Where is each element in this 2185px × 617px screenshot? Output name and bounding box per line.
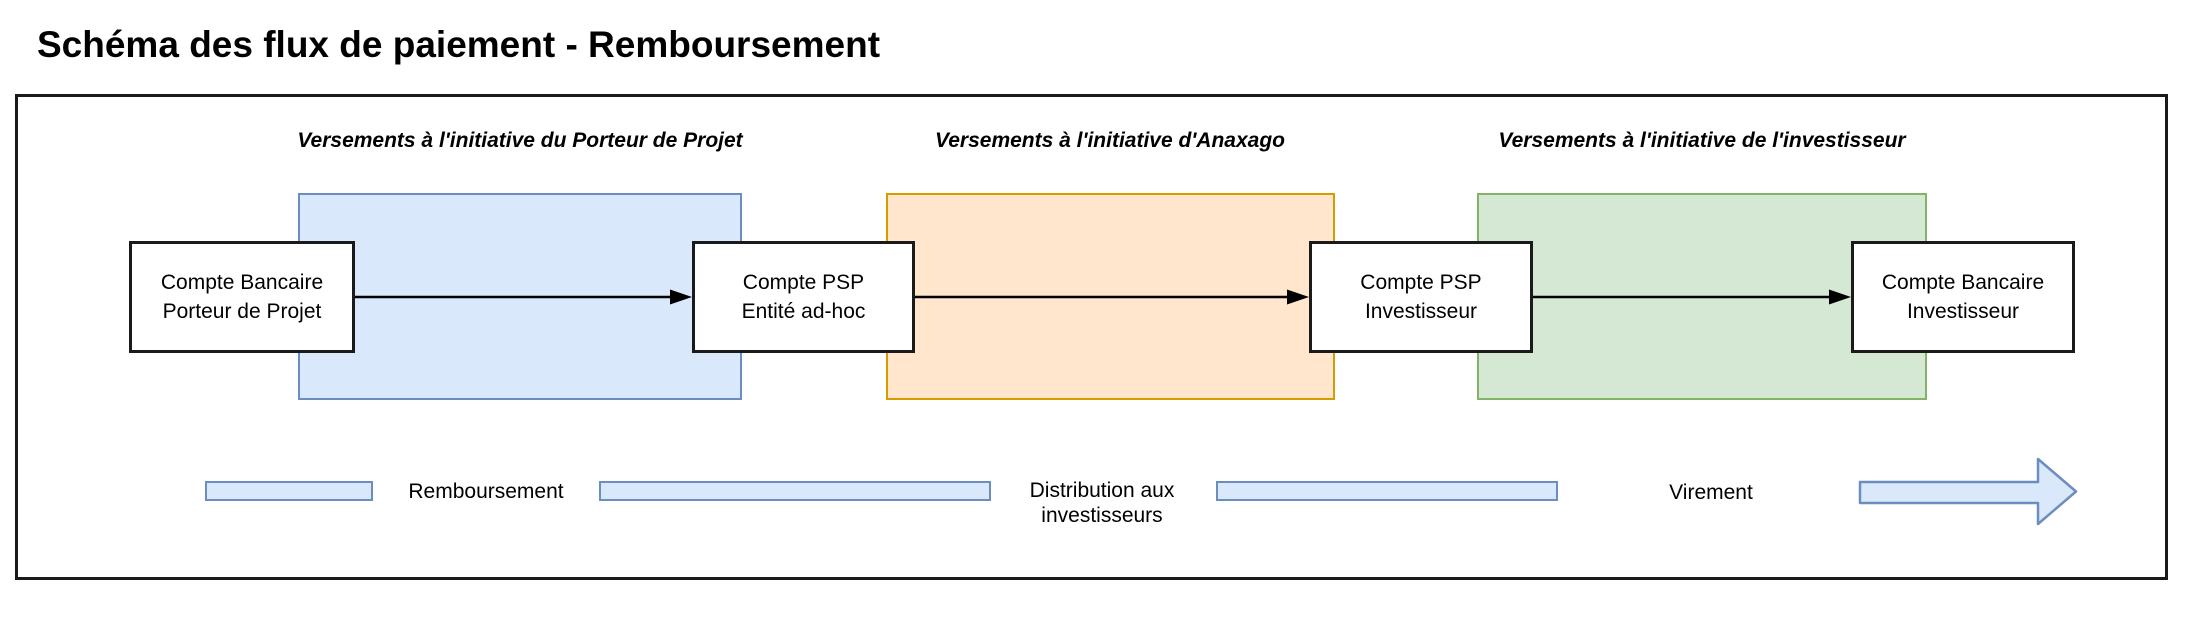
node-compte-psp-investisseur: Compte PSP Investisseur	[1309, 241, 1533, 353]
node-label-line: Investisseur	[1906, 300, 2020, 323]
section-header-investisseur: Versements à l'initiative de l'investiss…	[1498, 129, 1906, 152]
node-label-line: Entité ad-hoc	[741, 300, 866, 323]
node-label-line: Compte Bancaire	[1881, 271, 2045, 294]
region-porteur-de-projet	[298, 193, 742, 400]
node-label-line: Compte PSP	[742, 271, 865, 294]
flow-bar-segment	[599, 481, 991, 501]
node-label-line: Compte PSP	[1360, 271, 1482, 294]
region-anaxago	[886, 193, 1335, 400]
node-compte-psp-entite: Compte PSP Entité ad-hoc	[692, 241, 915, 353]
flow-bar-segment	[1216, 481, 1558, 501]
flow-bar-segment	[205, 481, 373, 501]
node-label-line: Compte Bancaire	[160, 271, 324, 294]
flow-label-line: investisseurs	[1041, 504, 1163, 527]
flow-label-line: Distribution aux	[1029, 479, 1175, 502]
page-title: Schéma des flux de paiement - Remboursem…	[37, 24, 881, 65]
node-label-line: Porteur de Projet	[162, 300, 322, 323]
flow-label-virement: Virement	[1669, 481, 1753, 504]
node-compte-bancaire-investisseur: Compte Bancaire Investisseur	[1851, 241, 2075, 353]
flow-label-remboursement: Remboursement	[408, 480, 564, 503]
node-label-line: Investisseur	[1364, 300, 1478, 323]
section-header-anaxago: Versements à l'initiative d'Anaxago	[935, 129, 1285, 152]
section-header-porteur-de-projet: Versements à l'initiative du Porteur de …	[297, 129, 743, 152]
node-compte-bancaire-porteur: Compte Bancaire Porteur de Projet	[129, 241, 355, 353]
flow-label-distribution: Distribution aux investisseurs	[982, 478, 1222, 528]
